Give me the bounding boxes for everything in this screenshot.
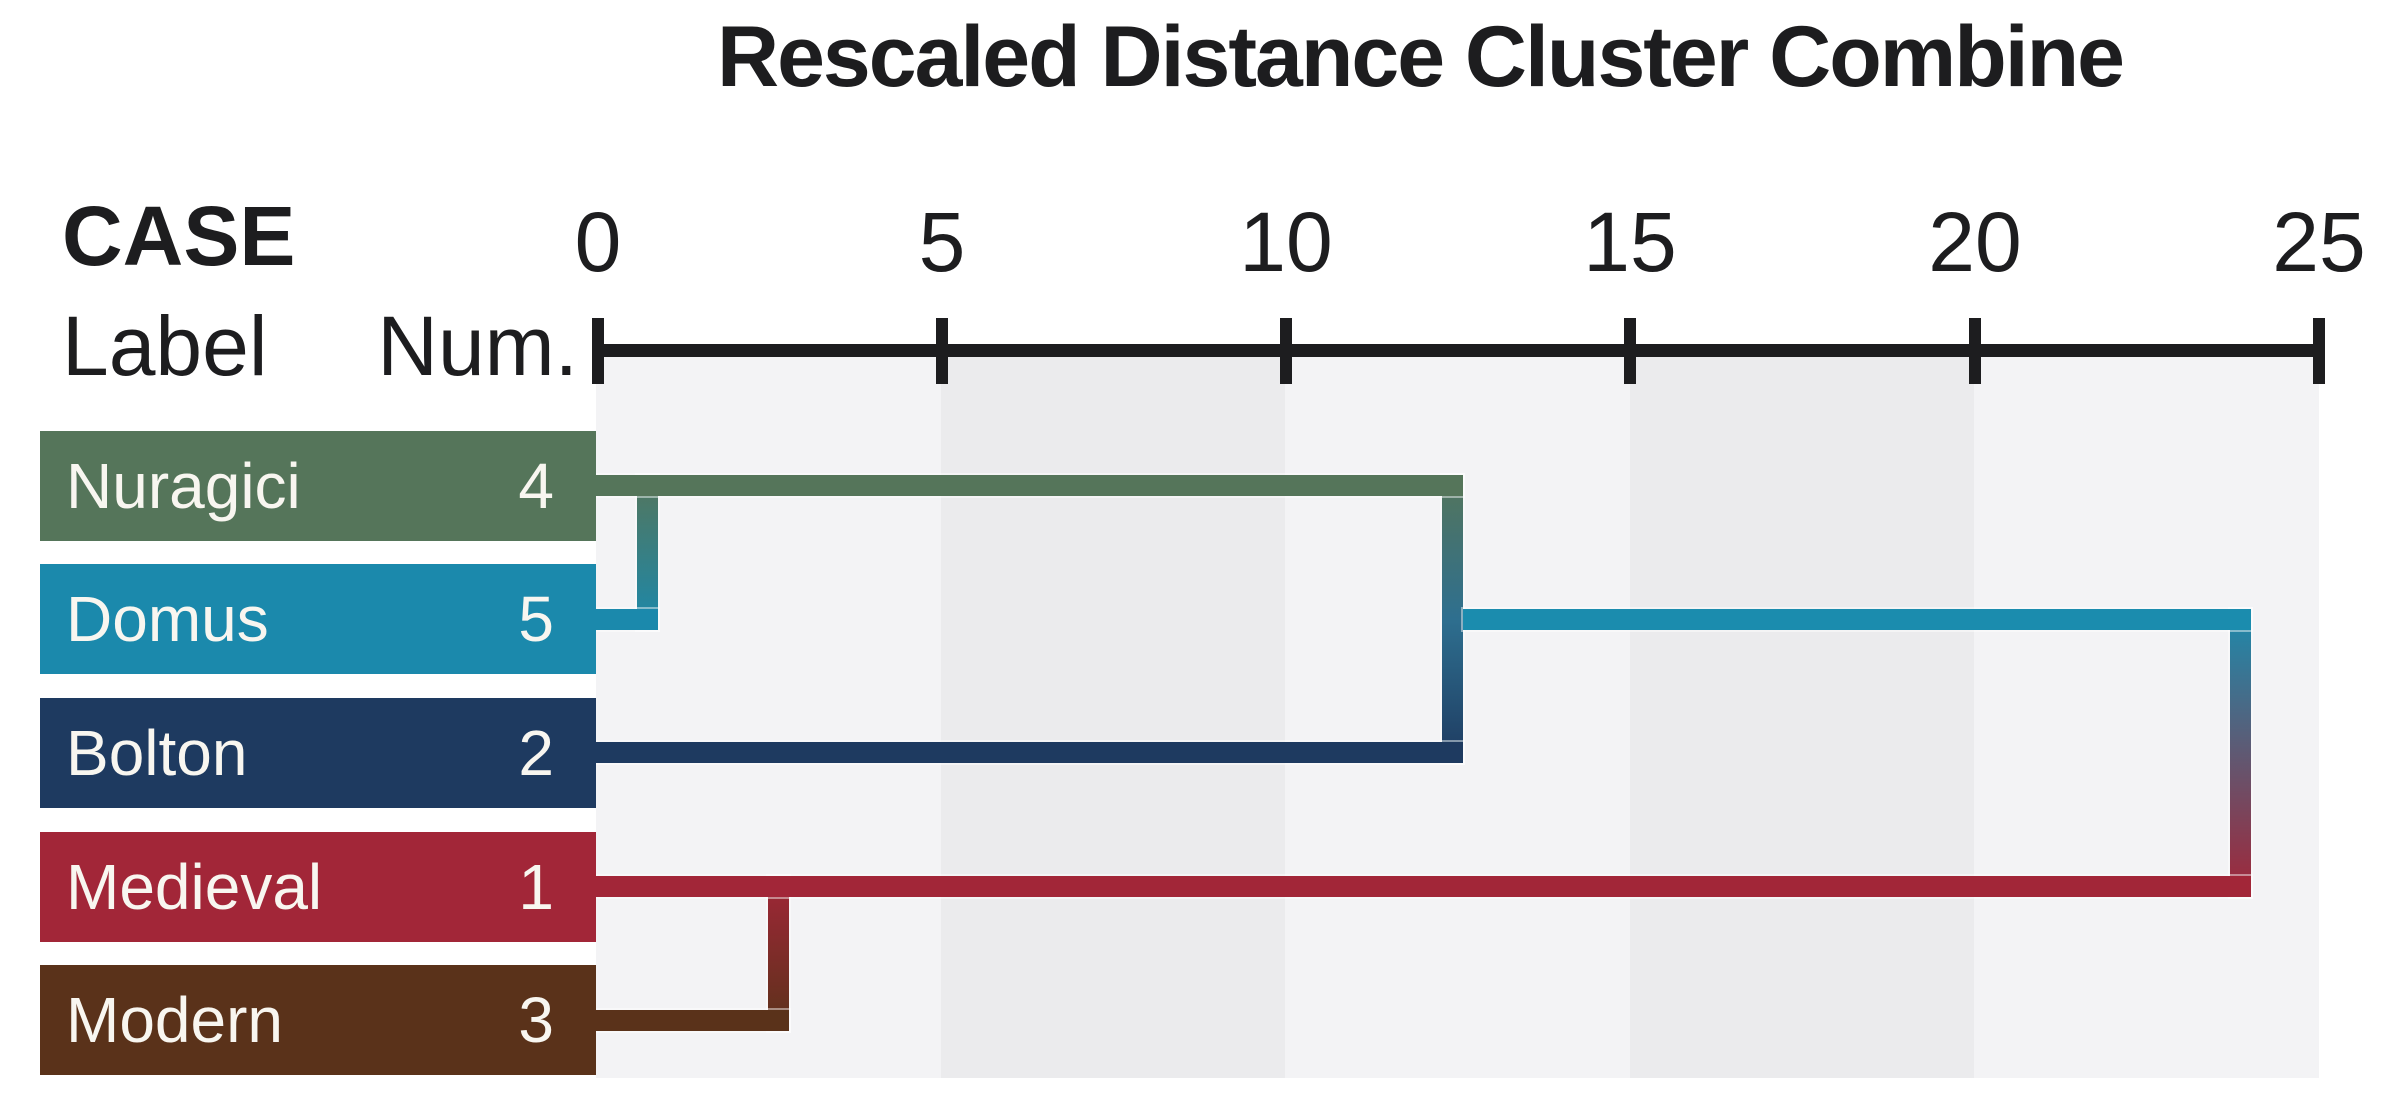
merge-connector-cluster-bolton bbox=[1442, 475, 1463, 763]
num-column-header: Num. bbox=[377, 299, 578, 393]
branch-medieval bbox=[594, 876, 2251, 897]
label-column-header: Label bbox=[62, 299, 268, 393]
case-label: Modern bbox=[66, 984, 283, 1056]
branch-cluster-ndb bbox=[1463, 609, 2251, 630]
case-bar-nuragici: Nuragici 4 bbox=[40, 431, 596, 541]
case-number: 3 bbox=[518, 984, 554, 1056]
case-bar-bolton: Bolton 2 bbox=[40, 698, 596, 808]
case-label: Nuragici bbox=[66, 450, 301, 522]
case-number: 4 bbox=[518, 450, 554, 522]
case-label: Domus bbox=[66, 583, 269, 655]
merge-connector-final bbox=[2230, 609, 2251, 897]
branch-nuragici bbox=[594, 475, 1463, 496]
x-axis-tick-0 bbox=[592, 318, 604, 384]
x-axis-tick-label-0: 0 bbox=[574, 195, 622, 289]
x-axis-tick-label-15: 15 bbox=[1583, 195, 1677, 289]
case-number: 5 bbox=[518, 583, 554, 655]
grid-band-15-20 bbox=[1629, 357, 1975, 1078]
case-number: 2 bbox=[518, 717, 554, 789]
grid-band-20-25 bbox=[1974, 357, 2319, 1078]
x-axis-tick-20 bbox=[1969, 318, 1981, 384]
case-bar-modern: Modern 3 bbox=[40, 965, 596, 1075]
x-axis-tick-label-25: 25 bbox=[2272, 195, 2366, 289]
case-header: CASE bbox=[62, 189, 296, 283]
branch-modern bbox=[594, 1010, 789, 1031]
case-number: 1 bbox=[518, 851, 554, 923]
x-axis-line bbox=[593, 344, 2325, 357]
merge-connector-medieval-modern bbox=[768, 876, 789, 1031]
x-axis-tick-5 bbox=[936, 318, 948, 384]
x-axis-tick-label-10: 10 bbox=[1239, 195, 1333, 289]
x-axis-tick-25 bbox=[2313, 318, 2325, 384]
x-axis-tick-label-5: 5 bbox=[918, 195, 966, 289]
x-axis-tick-10 bbox=[1280, 318, 1292, 384]
branch-bolton bbox=[594, 742, 1463, 763]
branch-domus bbox=[594, 609, 658, 630]
case-label: Medieval bbox=[66, 851, 323, 923]
x-axis-tick-15 bbox=[1624, 318, 1636, 384]
merge-connector-nuragici-domus bbox=[637, 475, 658, 630]
x-axis-tick-label-20: 20 bbox=[1928, 195, 2022, 289]
case-bar-medieval: Medieval 1 bbox=[40, 832, 596, 942]
chart-title: Rescaled Distance Cluster Combine bbox=[716, 9, 2125, 105]
grid-band-5-10 bbox=[940, 357, 1286, 1078]
case-bar-domus: Domus 5 bbox=[40, 564, 596, 674]
case-label: Bolton bbox=[66, 717, 248, 789]
